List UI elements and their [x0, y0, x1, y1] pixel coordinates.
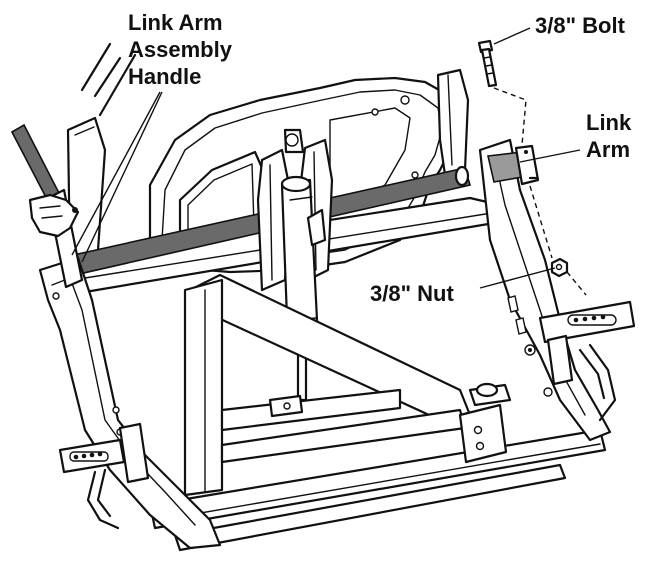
label-link-arm-handle: Link Arm Assembly Handle: [128, 10, 233, 89]
right-depth-adjuster: [538, 300, 636, 422]
label-handle-line-2: Assembly: [128, 37, 233, 62]
label-handle-line-1: Link Arm: [128, 10, 223, 35]
left-upright-post: [66, 42, 137, 264]
left-depth-adjuster: [58, 422, 150, 530]
label-nut: 3/8" Nut: [370, 281, 454, 306]
label-link-arm: Link Arm: [586, 110, 632, 162]
bolt-part: [477, 39, 498, 88]
lower-clamp-block: [458, 382, 512, 464]
label-handle-line-3: Handle: [128, 64, 201, 89]
label-link-arm-line-1: Link: [586, 110, 632, 135]
lower-mount-bracket: [268, 394, 304, 418]
link-arm-handle: [10, 123, 84, 289]
right-upright-post: [436, 68, 470, 177]
label-bolt: 3/8" Bolt: [535, 13, 626, 38]
label-link-arm-line-2: Arm: [586, 137, 630, 162]
leader-lines: [71, 27, 581, 289]
assembly-path: [493, 87, 587, 296]
link-arm: [487, 144, 540, 186]
